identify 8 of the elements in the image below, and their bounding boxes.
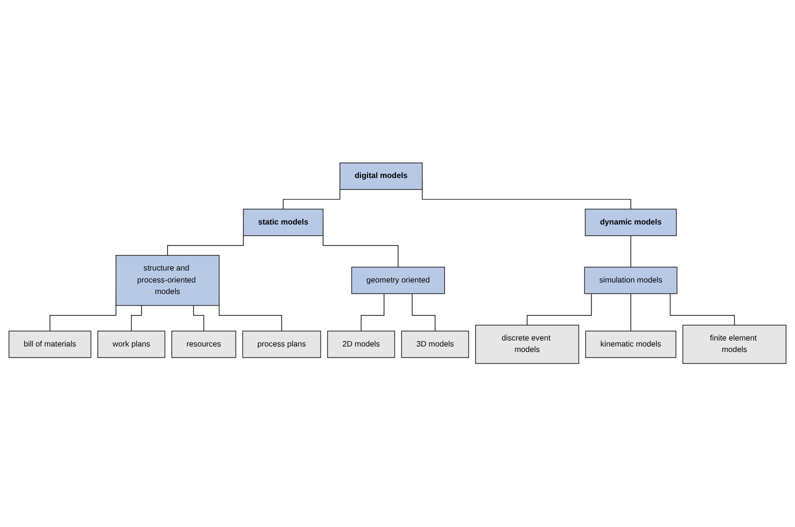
connector [193, 305, 204, 332]
connector [630, 294, 632, 332]
connector [526, 294, 592, 326]
connector [130, 305, 142, 332]
connector [630, 236, 632, 268]
connector [360, 294, 384, 332]
connector [670, 294, 735, 326]
connector [412, 294, 436, 332]
